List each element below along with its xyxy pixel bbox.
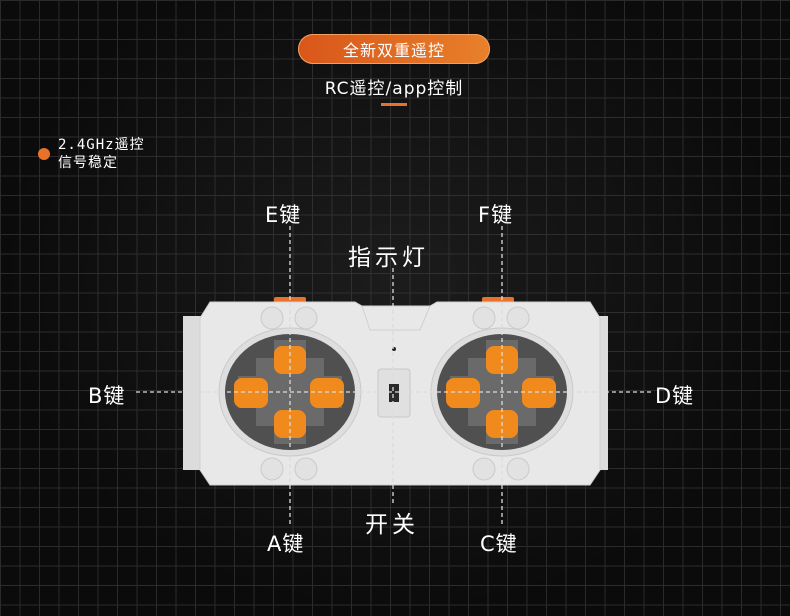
b-key-label: B键 [88, 384, 126, 408]
d-left-button[interactable] [446, 378, 480, 408]
power-switch[interactable] [389, 384, 399, 402]
studs [260, 306, 530, 481]
indicator-label: 指示灯 [348, 245, 429, 271]
subtitle-underline [381, 103, 407, 106]
e-key-label: E键 [265, 203, 302, 227]
feature-note-line1: 2.4GHz遥控 [58, 137, 145, 153]
a-key-label: A键 [267, 532, 305, 556]
c-key-label: C键 [480, 532, 518, 556]
feature-note: 2.4GHz遥控 信号稳定 [58, 136, 145, 172]
subtitle: RC遥控/app控制 [324, 79, 464, 99]
feature-note-line2: 信号稳定 [58, 155, 118, 171]
d-right-button[interactable] [522, 378, 556, 408]
bullet-dot-icon [38, 148, 50, 160]
dual-remote-badge: 全新双重遥控 [298, 34, 490, 64]
d-key-label: D键 [655, 384, 695, 408]
guide-lines [136, 226, 652, 526]
b-right-button[interactable] [310, 378, 344, 408]
switch-label: 开关 [365, 512, 419, 538]
b-left-button[interactable] [234, 378, 268, 408]
f-key-label: F键 [478, 203, 514, 227]
